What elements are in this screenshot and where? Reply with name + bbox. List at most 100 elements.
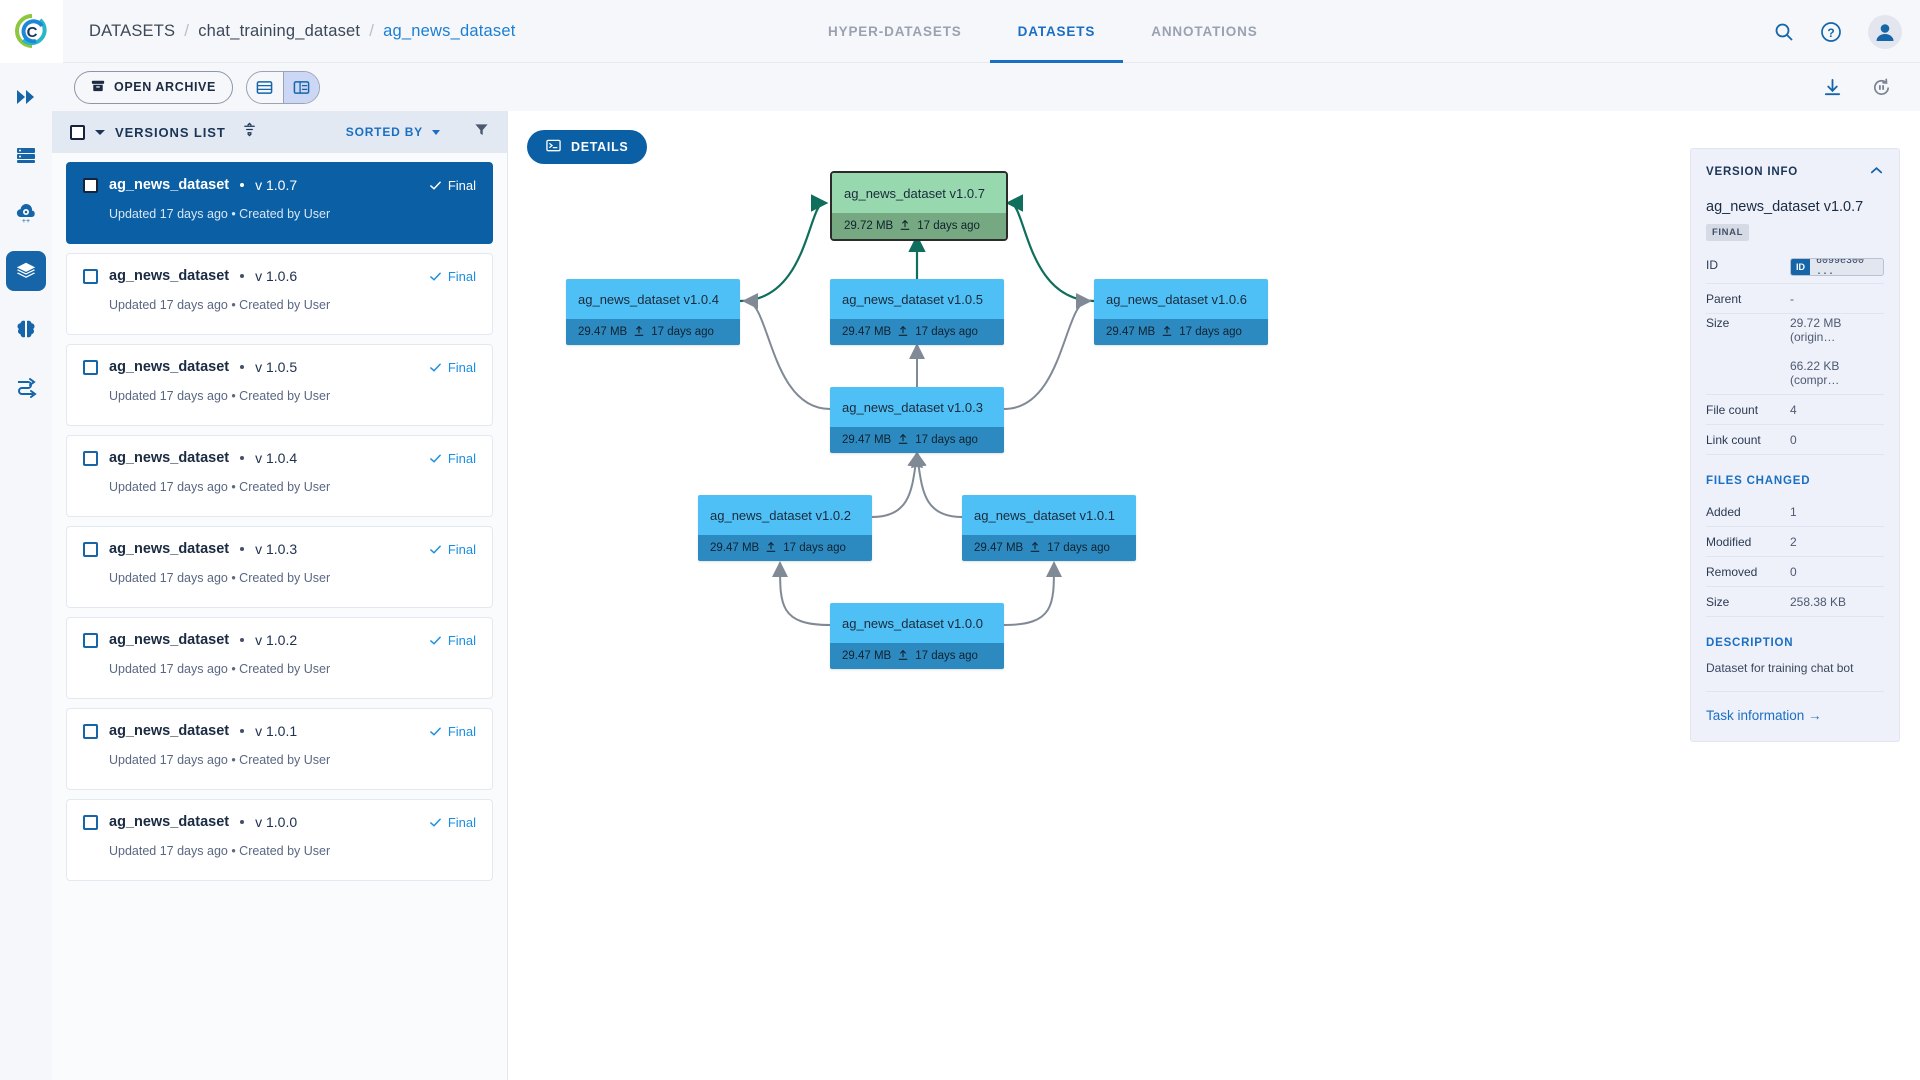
avatar[interactable] (1868, 14, 1902, 49)
version-checkbox[interactable] (83, 541, 98, 557)
version-item-version: v 1.0.5 (255, 359, 298, 375)
graph-node-title: ag_news_dataset v1.0.7 (832, 173, 1006, 213)
version-item-status: Final (429, 542, 476, 557)
version-item-subtitle: Updated 17 days ago • Created by User (109, 571, 331, 585)
version-item-subtitle: Updated 17 days ago • Created by User (109, 207, 331, 221)
graph-node-time: 17 days ago (915, 434, 978, 446)
terminal-icon (546, 138, 561, 156)
version-checkbox[interactable] (83, 450, 98, 466)
breadcrumb-current[interactable]: ag_news_dataset (383, 21, 516, 40)
chevron-down-icon[interactable] (95, 129, 105, 135)
rail-item-datasets[interactable] (6, 251, 46, 291)
left-rail: ++ (0, 63, 52, 1080)
task-information-link[interactable]: Task information → (1706, 691, 1884, 741)
version-checkbox[interactable] (83, 814, 98, 830)
upload-icon (633, 325, 645, 340)
rail-item-projects[interactable] (6, 77, 46, 117)
files-changed-added: Added 1 (1706, 497, 1884, 527)
version-item-name: ag_news_dataset (109, 177, 230, 193)
sorted-by-dropdown[interactable]: SORTED BY (346, 125, 440, 139)
version-info-title: VERSION INFO (1706, 166, 1799, 178)
upload-icon (899, 219, 911, 234)
version-item-version: v 1.0.1 (255, 723, 298, 739)
version-item-version: v 1.0.2 (255, 632, 298, 648)
version-checkbox[interactable] (83, 632, 98, 648)
id-value: 6099e300 ... (1816, 258, 1865, 276)
version-item-version: v 1.0.0 (255, 814, 298, 830)
version-item-subtitle: Updated 17 days ago • Created by User (109, 298, 331, 312)
breadcrumb: DATASETS / chat_training_dataset / ag_ne… (89, 21, 515, 41)
info-key: Size (1706, 595, 1730, 609)
split-view-icon[interactable] (282, 71, 319, 103)
version-checkbox[interactable] (83, 268, 98, 284)
separator-dot (240, 365, 245, 369)
tab-annotations[interactable]: ANNOTATIONS (1151, 24, 1258, 39)
version-checkbox[interactable] (83, 359, 98, 375)
app-logo[interactable]: C (0, 0, 63, 63)
details-button[interactable]: DETAILS (527, 130, 648, 164)
rail-item-models[interactable] (6, 309, 46, 349)
version-item-version: v 1.0.3 (255, 541, 298, 557)
svg-text:C: C (26, 24, 37, 41)
id-pill[interactable]: ID 6099e300 ... (1790, 258, 1884, 276)
version-checkbox[interactable] (83, 177, 98, 193)
rail-item-workers[interactable]: ++ (6, 193, 46, 233)
info-value: 66.22 KB (compr… (1790, 359, 1840, 387)
upload-icon (1029, 541, 1041, 556)
sort-settings-icon[interactable] (242, 122, 257, 142)
version-item-name: ag_news_dataset (109, 723, 230, 739)
breadcrumb-project[interactable]: chat_training_dataset (198, 21, 361, 40)
info-value: 0 (1790, 565, 1797, 579)
rail-item-server[interactable] (6, 135, 46, 175)
svg-text:?: ? (1827, 26, 1834, 40)
info-value: 2 (1790, 535, 1797, 549)
open-archive-button[interactable]: OPEN ARCHIVE (74, 70, 233, 104)
filter-icon[interactable] (474, 122, 489, 142)
graph-node-size: 29.47 MB (1106, 326, 1156, 338)
table-view-icon[interactable] (247, 72, 283, 103)
auto-refresh-icon[interactable] (1871, 77, 1892, 98)
version-item-name: ag_news_dataset (109, 450, 230, 466)
info-row-parent: Parent - (1706, 284, 1884, 314)
info-key: ID (1706, 258, 1718, 272)
info-key: Added (1706, 505, 1741, 519)
search-icon[interactable] (1774, 22, 1794, 42)
select-all-checkbox[interactable] (70, 124, 85, 140)
graph-node-title: ag_news_dataset v1.0.5 (830, 279, 1004, 319)
version-graph-canvas[interactable]: DETAILS ag_news_dataset v1.0.7 2 (508, 111, 1920, 1080)
breadcrumb-root[interactable]: DATASETS (89, 21, 176, 40)
tab-hyper-datasets[interactable]: HYPER-DATASETS (828, 24, 962, 39)
version-item-name: ag_news_dataset (109, 632, 230, 648)
version-checkbox[interactable] (83, 723, 98, 739)
version-item-name: ag_news_dataset (109, 814, 230, 830)
separator-dot (240, 638, 245, 642)
upload-icon (897, 433, 909, 448)
download-icon[interactable] (1822, 77, 1843, 98)
info-key: Removed (1706, 565, 1758, 579)
rail-item-pipelines[interactable] (6, 367, 46, 407)
tab-datasets[interactable]: DATASETS (989, 0, 1124, 63)
graph-node-size: 29.47 MB (974, 542, 1024, 554)
chevron-up-icon[interactable] (1869, 163, 1884, 181)
nav-tabs: HYPER-DATASETS DATASETS ANNOTATIONS (800, 0, 1286, 63)
help-icon[interactable]: ? (1820, 21, 1842, 43)
